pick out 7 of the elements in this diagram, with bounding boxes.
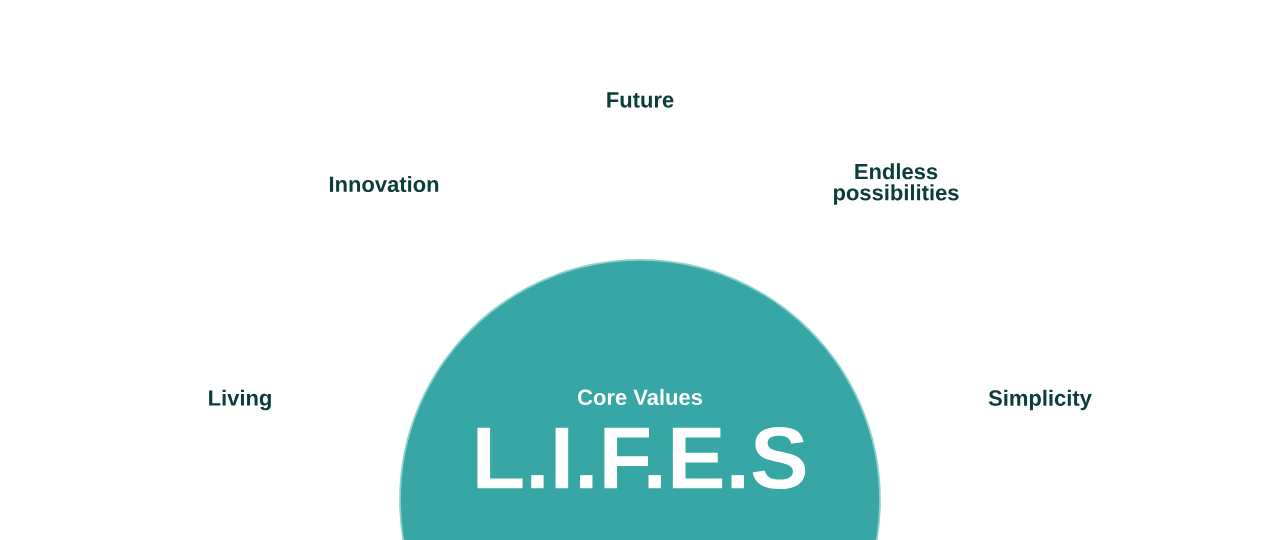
label: Future [607, 92, 674, 108]
label: Simplicity [988, 389, 1092, 411]
label: Endless possibilities [834, 163, 959, 205]
label: Innovation [329, 175, 439, 193]
heading: Core Values [578, 388, 702, 406]
label: Living [209, 389, 271, 411]
title-text: L.I.F.E.S [477, 426, 806, 490]
